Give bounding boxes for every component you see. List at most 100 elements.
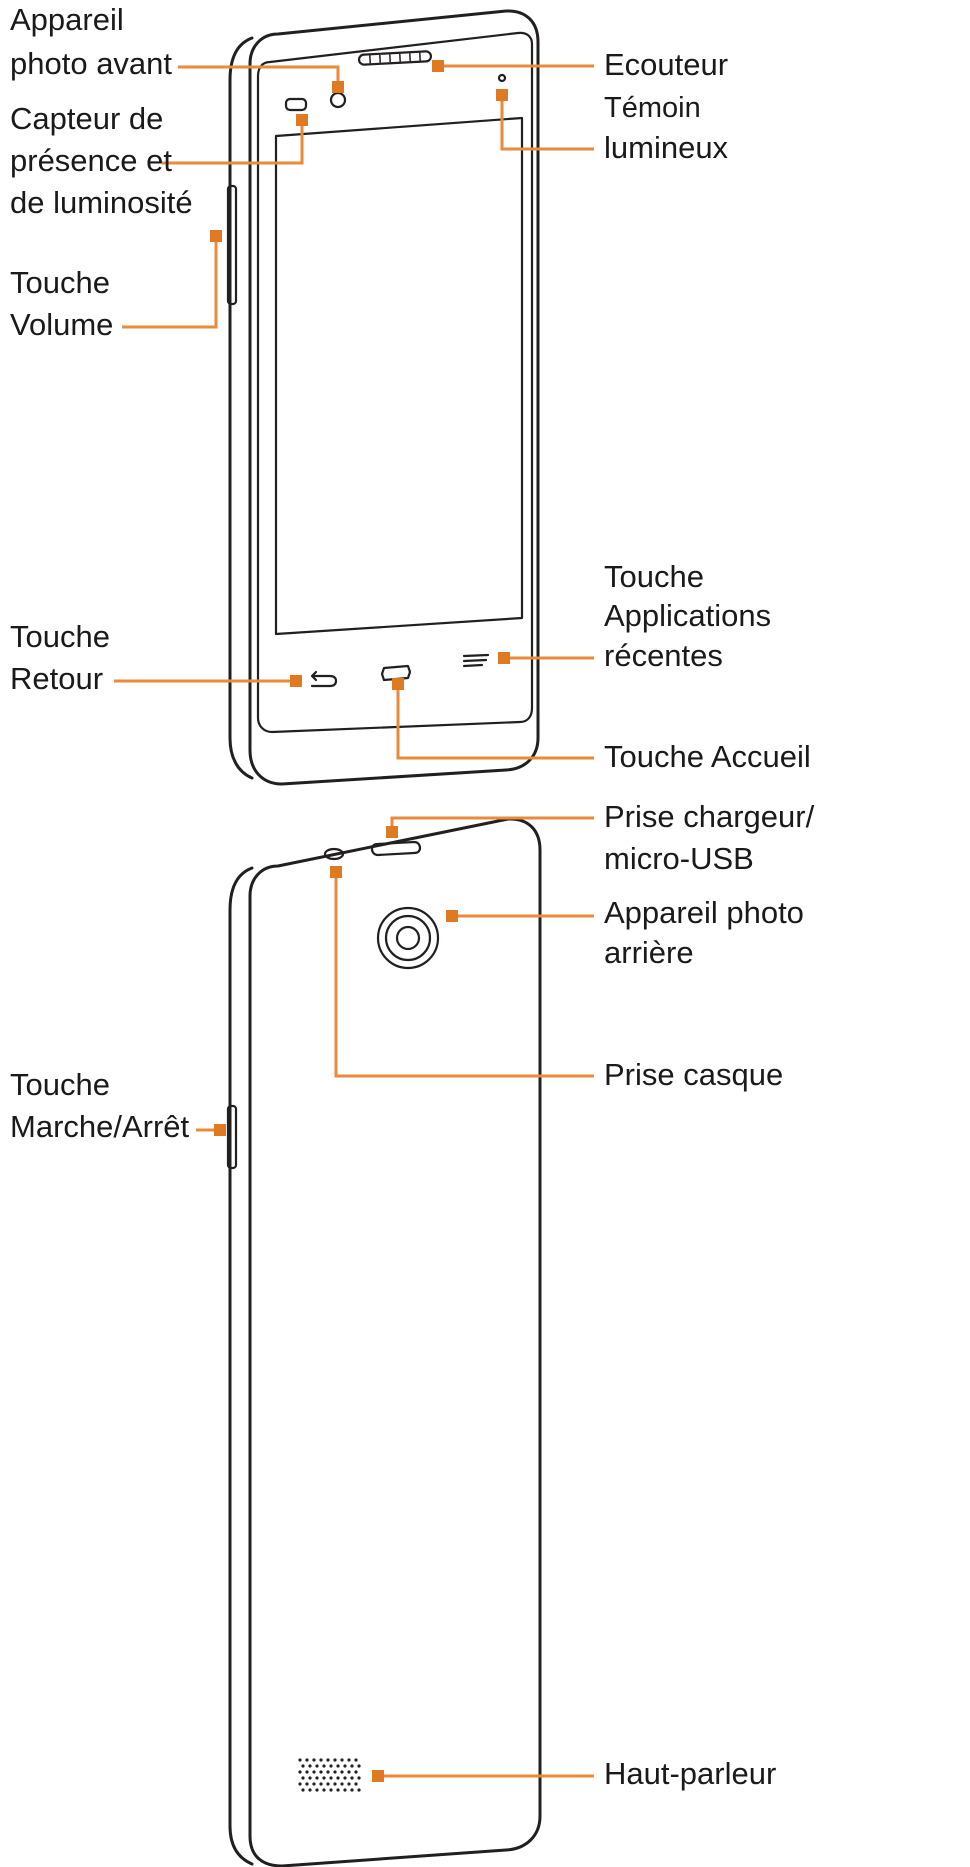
label-power-line2: Marche/Arrêt <box>10 1109 190 1144</box>
speaker-hole <box>336 1764 340 1768</box>
marker-sensor <box>296 114 308 126</box>
speaker-hole <box>329 1764 333 1768</box>
marker-rear-camera <box>446 910 458 922</box>
speaker-hole <box>308 1788 312 1792</box>
speaker-hole <box>333 1758 337 1762</box>
label-volume-line1: Touche <box>10 265 110 300</box>
speaker-hole <box>357 1788 361 1792</box>
back-phone-body <box>248 817 542 1867</box>
marker-volume <box>210 230 222 242</box>
leader-home <box>396 684 594 760</box>
label-led-line1: Témoin <box>604 92 701 124</box>
front-phone-side <box>228 36 254 780</box>
speaker-hole <box>347 1782 351 1786</box>
speaker-hole <box>326 1758 330 1762</box>
speaker-hole <box>322 1776 326 1780</box>
speaker-hole <box>343 1776 347 1780</box>
front-screen <box>274 116 524 636</box>
speaker-hole <box>347 1758 351 1762</box>
speaker-hole <box>298 1770 302 1774</box>
speaker-hole <box>312 1758 316 1762</box>
speaker-hole <box>333 1782 337 1786</box>
led-indicator <box>497 73 507 83</box>
speaker-hole <box>354 1782 358 1786</box>
speaker-hole <box>350 1764 354 1768</box>
speaker-hole <box>350 1788 354 1792</box>
speaker-hole <box>305 1770 309 1774</box>
speaker-hole <box>326 1770 330 1774</box>
speaker-hole <box>308 1764 312 1768</box>
speaker-hole <box>354 1758 358 1762</box>
label-speaker: Haut-parleur <box>604 1756 777 1791</box>
speaker-hole <box>319 1758 323 1762</box>
label-earpiece: Ecouteur <box>604 47 729 82</box>
label-recent-apps-line3: récentes <box>604 638 723 673</box>
label-headset: Prise casque <box>604 1057 784 1092</box>
speaker-hole <box>329 1788 333 1792</box>
rear-camera-ring <box>376 906 440 970</box>
leader-sensor <box>162 122 304 165</box>
label-charger-line1: Prise chargeur/ <box>604 799 815 834</box>
label-volume-line2: Volume <box>10 307 114 342</box>
speaker-hole <box>301 1764 305 1768</box>
leader-volume <box>122 236 218 329</box>
speaker-hole <box>301 1776 305 1780</box>
front-phone-body <box>248 9 540 786</box>
speaker-hole <box>333 1770 337 1774</box>
speaker-hole <box>357 1776 361 1780</box>
speaker-hole <box>301 1788 305 1792</box>
label-sensor-line3: de luminosité <box>10 185 193 220</box>
label-back-line1: Touche <box>10 619 110 654</box>
marker-speaker <box>372 1770 384 1782</box>
speaker-hole <box>336 1788 340 1792</box>
back-key-icon <box>310 674 338 688</box>
back-phone-side <box>228 866 254 1866</box>
rear-camera-lens <box>395 925 421 951</box>
rear-camera-ring-inner <box>384 914 432 962</box>
leader-headset <box>334 872 594 1078</box>
label-charger-line2: micro-USB <box>604 841 754 876</box>
leader-led <box>500 95 594 151</box>
earpiece-slots <box>369 52 421 64</box>
label-front-camera-line2: photo avant <box>10 46 173 81</box>
power-key <box>226 1104 238 1170</box>
speaker-hole <box>315 1788 319 1792</box>
back-phone <box>226 817 542 1867</box>
front-phone <box>226 9 540 786</box>
marker-front-camera <box>332 81 344 93</box>
speaker-hole <box>329 1776 333 1780</box>
speaker-hole <box>305 1782 309 1786</box>
speaker-hole <box>298 1758 302 1762</box>
speaker-hole <box>312 1770 316 1774</box>
speaker-hole <box>347 1770 351 1774</box>
speaker-hole <box>350 1776 354 1780</box>
headset-jack <box>323 847 345 861</box>
recent-apps-key-icon <box>462 653 490 668</box>
speaker-hole <box>298 1782 302 1786</box>
label-sensor-line2: présence et <box>10 143 172 178</box>
speaker-grille <box>298 1758 361 1792</box>
marker-headset <box>330 866 342 878</box>
marker-earpiece <box>432 60 444 72</box>
speaker-hole <box>319 1782 323 1786</box>
speaker-hole <box>308 1776 312 1780</box>
label-rear-camera-line2: arrière <box>604 935 694 970</box>
speaker-hole <box>305 1758 309 1762</box>
label-sensor-line1: Capteur de <box>10 101 164 136</box>
front-phone-bezel <box>256 31 534 734</box>
earpiece-grille <box>357 50 433 66</box>
usb-port <box>370 840 422 857</box>
label-front-camera-line1: Appareil <box>10 2 124 37</box>
label-recent-apps-line2: Applications <box>604 598 772 633</box>
volume-key <box>226 184 238 306</box>
speaker-hole <box>336 1776 340 1780</box>
marker-back <box>290 675 302 687</box>
proximity-sensor <box>284 97 308 112</box>
leader-lines <box>114 60 594 1782</box>
back-key-arrow <box>310 670 318 682</box>
marker-power <box>214 1124 226 1136</box>
speaker-hole <box>315 1776 319 1780</box>
label-recent-apps-line1: Touche <box>604 559 704 594</box>
